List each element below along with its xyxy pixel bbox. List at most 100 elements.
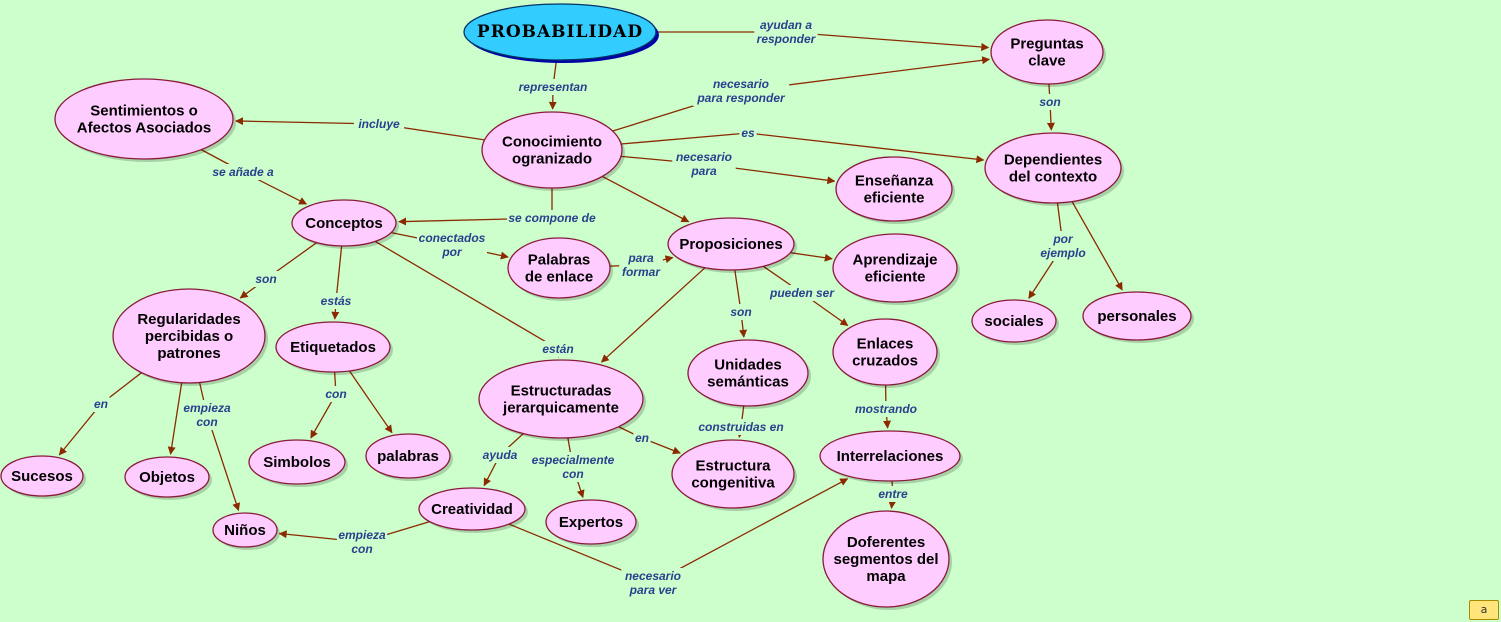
node-personales[interactable]: personales xyxy=(1082,291,1194,343)
node-label-line: Conceptos xyxy=(305,215,383,232)
node-etiquetados[interactable]: Etiquetados xyxy=(275,321,393,375)
node-expertos[interactable]: Expertos xyxy=(545,499,639,547)
node-label-line: jerarquicamente xyxy=(502,400,619,417)
node-label-proposiciones: Proposiciones xyxy=(679,236,782,253)
node-label-line: PROBABILIDAD xyxy=(477,22,643,42)
link-label-bg-son_top xyxy=(1038,94,1062,110)
node-shape-estructura_cong xyxy=(671,439,795,509)
node-label-line: Palabras xyxy=(528,252,591,269)
link-label-construidas[interactable]: construidas en xyxy=(698,420,783,434)
node-label-line: Creatividad xyxy=(431,501,513,518)
node-objetos[interactable]: Objetos xyxy=(124,456,212,500)
node-interrelaciones[interactable]: Interrelaciones xyxy=(819,430,963,484)
link-label-bg-necesario_ver xyxy=(621,568,685,598)
link-label-line: pueden ser xyxy=(769,286,835,300)
link-label-bg-en_mid xyxy=(633,430,651,446)
link-label-bg-necesario_resp xyxy=(692,76,790,106)
node-shape-palabras xyxy=(365,433,451,479)
link-label-entre[interactable]: entre xyxy=(878,487,908,501)
link-label-en_left[interactable]: en xyxy=(94,397,108,411)
link-label-son_mid[interactable]: son xyxy=(730,305,751,319)
node-label-line: Sucesos xyxy=(11,468,73,485)
node-palabras[interactable]: palabras xyxy=(365,433,453,481)
note-icon[interactable]: a xyxy=(1469,600,1499,620)
node-label-line: del contexto xyxy=(1009,169,1097,186)
link-label-pueden_ser[interactable]: pueden ser xyxy=(769,286,835,300)
node-conceptos[interactable]: Conceptos xyxy=(291,199,399,249)
node-label-etiquetados: Etiquetados xyxy=(290,339,376,356)
link-label-representan[interactable]: representan xyxy=(519,80,588,94)
edge-conocimiento-preguntas xyxy=(612,56,991,132)
link-label-ayuda[interactable]: ayuda xyxy=(483,448,518,462)
node-label-line: eficiente xyxy=(864,190,925,207)
link-label-line: en xyxy=(94,397,108,411)
node-proposiciones[interactable]: Proposiciones xyxy=(667,217,797,273)
node-shape-conocimiento xyxy=(481,111,623,189)
link-label-se_compone[interactable]: se compone de xyxy=(508,211,596,225)
link-label-mostrando[interactable]: mostrando xyxy=(855,402,917,416)
node-label-line: Conocimiento xyxy=(502,134,602,151)
node-label-palabras: palabras xyxy=(377,448,439,465)
node-shape-preguntas xyxy=(990,19,1104,85)
link-label-line: son xyxy=(1039,95,1060,109)
link-label-bg-entre xyxy=(874,486,912,502)
node-label-simbolos: Simbolos xyxy=(263,454,331,471)
node-creatividad[interactable]: Creatividad xyxy=(418,487,528,533)
link-label-bg-es xyxy=(739,125,757,141)
link-label-line: se añade a xyxy=(212,165,274,179)
link-label-line: responder xyxy=(757,32,817,46)
node-shape-regularidades xyxy=(112,288,266,384)
node-label-line: Niños xyxy=(224,522,266,539)
node-shape-objetos xyxy=(124,456,210,498)
link-label-estas[interactable]: estás xyxy=(321,294,352,308)
link-label-se_anade[interactable]: se añade a xyxy=(212,165,274,179)
link-label-en_mid[interactable]: en xyxy=(635,431,649,445)
link-label-incluye[interactable]: incluye xyxy=(358,117,400,131)
link-label-bg-se_anade xyxy=(208,164,278,180)
link-label-bg-empieza2 xyxy=(336,527,388,557)
link-label-es[interactable]: es xyxy=(741,126,755,140)
node-sucesos[interactable]: Sucesos xyxy=(0,455,86,499)
link-label-line: para ver xyxy=(629,583,678,597)
node-label-line: mapa xyxy=(866,568,906,585)
node-shape-etiquetados xyxy=(275,321,391,373)
node-simbolos[interactable]: Simbolos xyxy=(248,439,348,487)
link-label-line: están xyxy=(542,342,573,356)
link-label-con[interactable]: con xyxy=(325,387,346,401)
node-sociales[interactable]: sociales xyxy=(971,299,1059,345)
edge-regularidades-objetos xyxy=(167,382,183,455)
node-shape-sentimientos xyxy=(54,78,234,160)
link-label-estan[interactable]: están xyxy=(542,342,573,356)
node-label-line: ogranizado xyxy=(512,151,592,168)
link-label-line: representan xyxy=(519,80,588,94)
node-label-line: semánticas xyxy=(707,374,789,391)
node-label-line: Estructura xyxy=(695,458,771,475)
link-label-son_top[interactable]: son xyxy=(1039,95,1060,109)
link-label-son_left[interactable]: son xyxy=(255,272,276,286)
node-ninos[interactable]: Niños xyxy=(212,512,280,550)
node-title[interactable]: PROBABILIDAD xyxy=(463,3,659,63)
